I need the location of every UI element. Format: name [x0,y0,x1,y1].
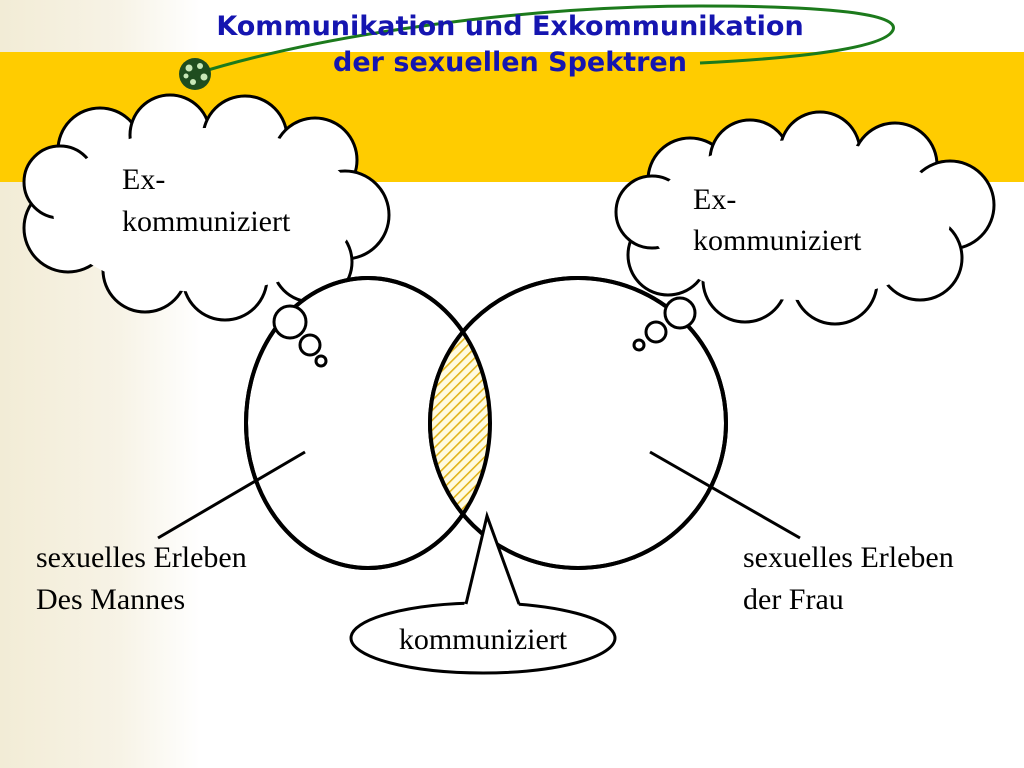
circle-man-outline [244,276,492,570]
speech-bubble [349,510,617,675]
left-thought-cloud [22,93,391,322]
label-man-line2: Des Mannes [36,583,186,616]
right-cloud-text-line2: kommuniziert [693,224,862,257]
pointer-line-woman [649,450,801,540]
left-thought-bubbles [272,304,328,368]
circle-woman-outline [428,276,728,570]
pointer-line-man [157,450,306,540]
planet-icon [179,58,211,90]
left-cloud-text-line2: kommuniziert [122,205,291,238]
right-cloud-text-line1: Ex- [693,183,737,216]
slide-title-line1: Kommunikation und Exkommunikation [216,11,804,42]
left-cloud-text-line1: Ex- [122,163,166,196]
right-thought-cloud [614,110,996,326]
label-woman-line1: sexuelles Erleben [743,541,954,574]
orbit-line [194,4,895,76]
label-man-line1: sexuelles Erleben [36,541,247,574]
right-thought-bubbles [632,296,697,352]
bubble-text: kommuniziert [398,623,568,656]
slide-title-line2: der sexuellen Spektren [333,47,687,78]
label-woman-line2: der Frau [743,583,844,616]
